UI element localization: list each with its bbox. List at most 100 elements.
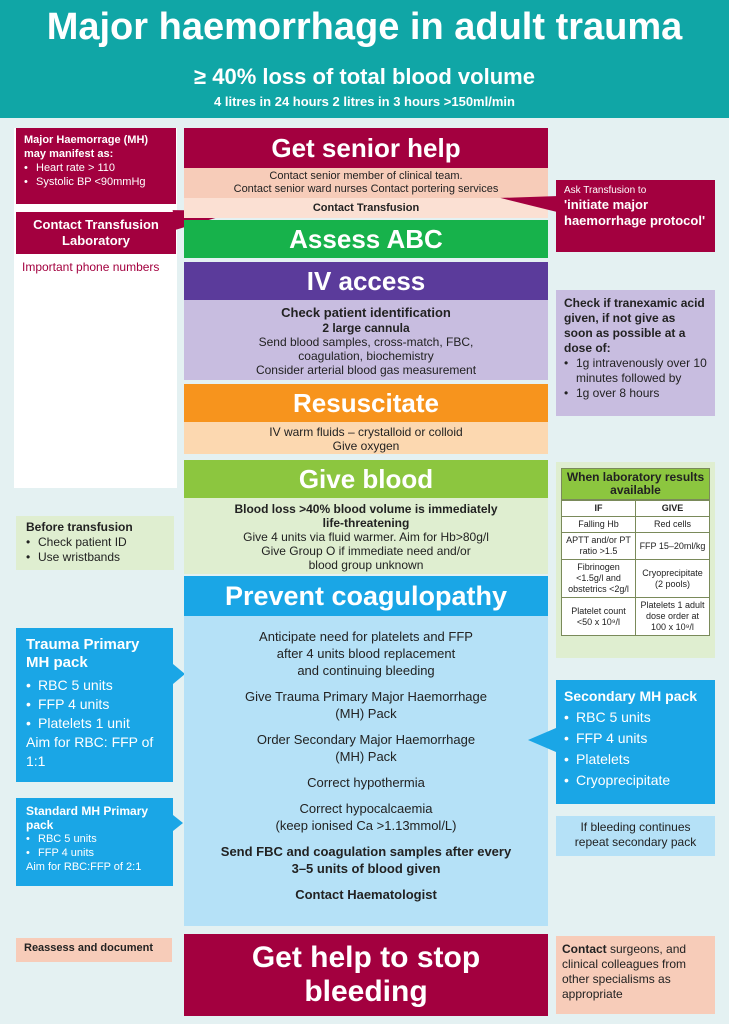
repeat-pack-text: If bleeding continues repeat secondary p… <box>574 820 697 849</box>
trauma-pack-box: Trauma Primary MH pack RBC 5 units FFP 4… <box>16 628 173 782</box>
resuscitate-body: IV warm fluids – crystalloid or colloid … <box>184 422 548 454</box>
phone-numbers-label: Important phone numbers <box>22 260 160 274</box>
text-line: IV warm fluids – crystalloid or colloid <box>269 425 463 439</box>
table-cell: Red cells <box>635 516 710 533</box>
trauma-pack-aim: Aim for RBC: FFP of 1:1 <box>26 734 154 769</box>
table-cell: Fibrinogen <1.5g/l and obstetrics <2g/l <box>561 559 636 598</box>
list-item: RBC 5 units <box>26 832 163 846</box>
text-line: Give oxygen <box>332 439 400 453</box>
list-item: 1g over 8 hours <box>564 386 707 401</box>
coagulopathy-title: Prevent coagulopathy <box>224 581 508 611</box>
reassess-box: Reassess and document <box>16 938 172 962</box>
text-line: Get help to stop <box>251 941 481 974</box>
resuscitate-bar: Resuscitate <box>184 384 548 422</box>
text-line: Correct hypothermia <box>307 775 425 790</box>
text-line: Send blood samples, cross-match, FBC, <box>258 335 474 349</box>
pointer-arrow <box>173 664 185 684</box>
text-line: Give 4 units via fluid warmer. Aim for H… <box>243 530 489 544</box>
text-line: Contact senior ward nurses Contact porte… <box>233 183 499 195</box>
contact-lab-label: Contact Transfusion Laboratory <box>33 217 159 248</box>
list-item: Use wristbands <box>26 550 164 565</box>
text-line: and continuing bleeding <box>297 663 435 678</box>
manifest-heading: Major Haemorrage (MH) may manifest as: <box>24 134 149 160</box>
text-line: Consider arterial blood gas measurement <box>255 363 477 377</box>
assess-abc-bar: Assess ABC <box>184 220 548 258</box>
standard-pack-list: RBC 5 units FFP 4 units <box>26 832 163 860</box>
blood-loss-rates: 4 litres in 24 hours 2 litres in 3 hours… <box>214 94 515 109</box>
table-cell: APTT and/or PT ratio >1.5 <box>561 532 636 560</box>
contact-rest: surgeons, and clinical colleagues from o… <box>562 942 687 1001</box>
list-item: RBC 5 units <box>564 707 707 728</box>
lab-results-heading: When laboratory results available <box>561 468 710 500</box>
text-line: life-threatening <box>322 516 410 530</box>
text-line: Give Group O if immediate need and/or <box>261 544 471 558</box>
text-line: Contact Haematologist <box>295 887 437 902</box>
header: Major haemorrhage in adult trauma ≥ 40% … <box>0 0 729 118</box>
text-line: Blood loss >40% blood volume is immediat… <box>234 502 498 516</box>
iv-access-bar: IV access <box>184 262 548 300</box>
text-line: Contact senior member of clinical team. <box>269 170 463 182</box>
lab-results-box: When laboratory results available IF GIV… <box>556 462 715 658</box>
table-cell: Falling Hb <box>561 516 636 533</box>
contact-bold: Contact <box>562 942 607 956</box>
before-list: Check patient ID Use wristbands <box>26 535 164 565</box>
page-title: Major haemorrhage in adult trauma <box>46 6 683 48</box>
secondary-pack-list: RBC 5 units FFP 4 units Platelets Cryopr… <box>564 707 707 791</box>
column-header: IF <box>561 500 636 517</box>
lab-results-table: IF GIVE Falling Hb Red cells APTT and/or… <box>561 500 710 636</box>
text-line: (MH) Pack <box>335 706 397 721</box>
text-line: (keep ionised Ca >1.13mmol/L) <box>275 818 457 833</box>
give-blood-body: Blood loss >40% blood volume is immediat… <box>184 498 548 574</box>
list-item: FFP 4 units <box>26 695 163 714</box>
contact-transfusion-row: Contact Transfusion <box>184 198 548 218</box>
before-transfusion-box: Before transfusion Check patient ID Use … <box>16 516 174 570</box>
text-line: 3–5 units of blood given <box>291 861 441 876</box>
list-item: Systolic BP <90mmHg <box>24 175 168 189</box>
repeat-pack-box: If bleeding continues repeat secondary p… <box>556 816 715 856</box>
tranexamic-list: 1g intravenously over 10 minutes followe… <box>564 356 707 401</box>
list-item: FFP 4 units <box>564 728 707 749</box>
iv-access-title: IV access <box>306 266 426 296</box>
text-line: Send FBC and coagulation samples after e… <box>220 844 512 859</box>
list-item: Platelets 1 unit <box>26 714 163 733</box>
list-item: Heart rate > 110 <box>24 161 168 175</box>
pointer-arrow <box>173 815 183 831</box>
text-line: (MH) Pack <box>335 749 397 764</box>
column-header: GIVE <box>635 500 710 517</box>
stop-bleeding-bar: Get help to stop bleeding <box>184 934 548 1016</box>
table-cell: Cryoprecipitate (2 pools) <box>635 559 710 598</box>
table-row: Platelet count <50 x 10⁹/l Platelets 1 a… <box>561 597 710 636</box>
standard-pack-heading: Standard MH Primary pack <box>26 804 149 832</box>
table-row: Falling Hb Red cells <box>561 516 710 533</box>
page-subtitle: ≥ 40% loss of total blood volume <box>194 64 535 89</box>
resuscitate-title: Resuscitate <box>293 388 439 418</box>
text-line: coagulation, biochemistry <box>298 349 434 363</box>
give-blood-bar: Give blood <box>184 460 548 498</box>
trauma-pack-list: RBC 5 units FFP 4 units Platelets 1 unit <box>26 676 163 733</box>
contact-transfusion-text: Contact Transfusion <box>312 202 420 214</box>
table-row: Fibrinogen <1.5g/l and obstetrics <2g/l … <box>561 559 710 598</box>
senior-help-body: Contact senior member of clinical team. … <box>184 168 548 198</box>
table-row: APTT and/or PT ratio >1.5 FFP 15–20ml/kg <box>561 532 710 560</box>
tranexamic-box: Check if tranexamic acid given, if not g… <box>556 290 715 416</box>
standard-pack-box: Standard MH Primary pack RBC 5 units FFP… <box>16 798 173 886</box>
text-line: Order Secondary Major Haemorrhage <box>256 732 476 747</box>
list-item: FFP 4 units <box>26 846 163 860</box>
pointer-arrow <box>528 728 556 752</box>
list-item: Cryoprecipitate <box>564 770 707 791</box>
list-item: Platelets <box>564 749 707 770</box>
table-header-row: IF GIVE <box>561 500 710 517</box>
text-line: Check patient identification <box>281 305 451 320</box>
secondary-pack-box: Secondary MH pack RBC 5 units FFP 4 unit… <box>556 680 715 804</box>
list-item: Check patient ID <box>26 535 164 550</box>
assess-abc-title: Assess ABC <box>289 224 443 254</box>
manifest-list: Heart rate > 110 Systolic BP <90mmHg <box>24 161 168 189</box>
list-item: RBC 5 units <box>26 676 163 695</box>
text-line: after 4 units blood replacement <box>276 646 456 661</box>
contact-surgeons-box: Contact surgeons, and clinical colleague… <box>556 936 715 1014</box>
text-line: Ask Transfusion to <box>564 185 647 196</box>
senior-help-title: Get senior help <box>271 133 461 163</box>
table-cell: Platelets 1 adult dose order at 100 x 10… <box>635 597 710 636</box>
table-cell: Platelet count <50 x 10⁹/l <box>561 597 636 636</box>
text-line: 2 large cannula <box>322 321 410 335</box>
